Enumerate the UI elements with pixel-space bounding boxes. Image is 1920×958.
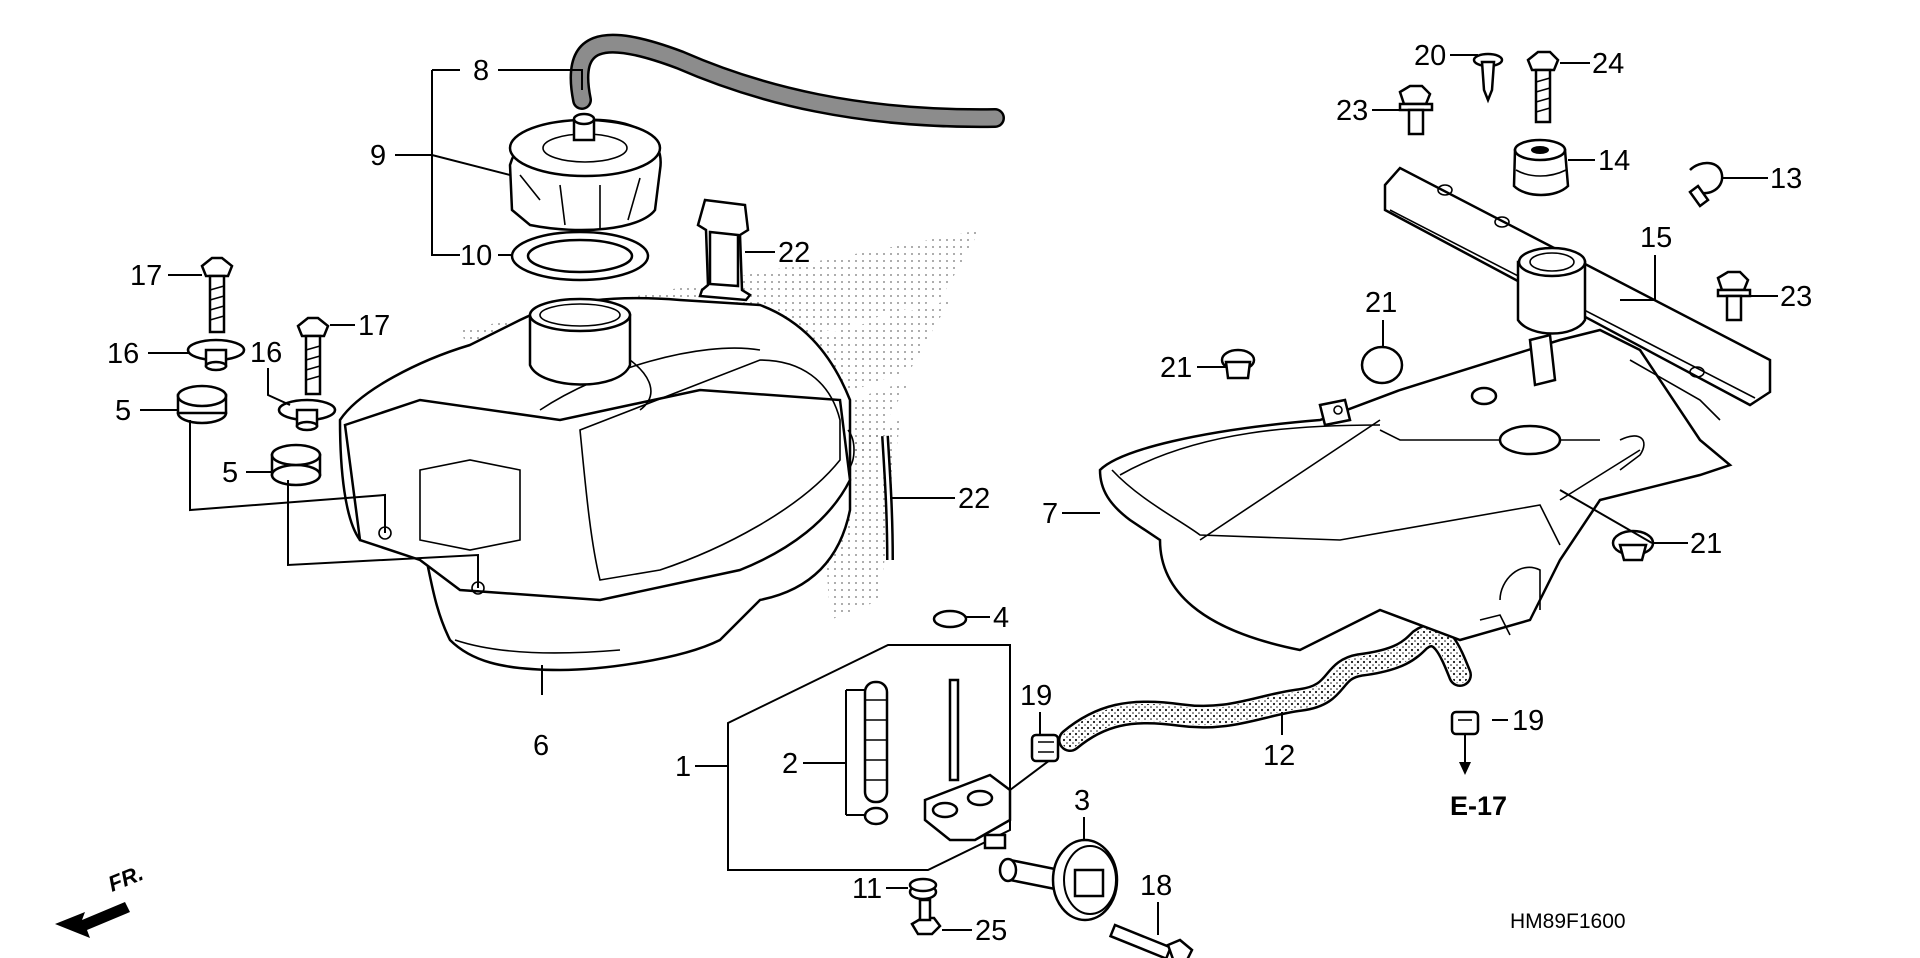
callout-3: 3 [1074,785,1090,817]
callout-25: 25 [975,915,1007,947]
bolt-23-right [1716,270,1752,322]
screw-25 [910,898,942,936]
callout-9: 9 [370,140,386,172]
callout-17-right: 17 [358,310,390,342]
callout-12: 12 [1263,740,1295,772]
callout-19-left: 19 [1020,680,1052,712]
callout-15: 15 [1640,222,1672,254]
callout-23-right: 23 [1780,281,1812,313]
callout-24: 24 [1592,48,1624,80]
hose-clip-19-right [1450,710,1480,736]
front-direction-label: FR. [105,860,147,896]
push-clip-20 [1472,52,1504,104]
callout-4: 4 [993,602,1009,634]
diagram-code: HM89F1600 [1510,910,1626,933]
callout-labels: 8 9 10 22 17 17 16 16 5 5 6 22 4 1 2 3 1… [105,40,1813,947]
bolt-17-right [296,316,330,396]
callout-20: 20 [1414,40,1446,72]
grommet-21-right [1611,529,1655,562]
clip-13 [1688,161,1724,208]
callout-1: 1 [675,751,691,783]
fuel-strainer [863,680,889,826]
under-cover [1098,328,1733,652]
grommet-21-left [1220,348,1256,380]
cap-gasket [510,230,650,282]
grommet-21-center [1360,345,1404,385]
front-direction-arrow [55,902,130,938]
callout-13: 13 [1770,163,1802,195]
mounting-bracket [1383,166,1772,407]
leader-lines [140,54,1778,935]
callout-10: 10 [460,240,492,272]
bolt-24 [1526,50,1560,124]
rubber-band-strap [696,198,752,302]
rubber-5-right [270,443,322,487]
callout-23-upper: 23 [1336,95,1368,127]
callout-2: 2 [782,748,798,780]
fuel-tank [338,296,855,672]
rubber-band-thin [881,435,894,561]
valve-assembly-box [727,644,1011,871]
reference-e17: E-17 [1450,791,1507,821]
rubber-mount-14 [1512,138,1570,197]
callout-21-center: 21 [1365,287,1397,319]
callout-8: 8 [473,55,489,87]
callout-21-right: 21 [1690,528,1722,560]
callout-22-right: 22 [958,483,990,515]
collar-16-left [186,338,246,372]
washer-4 [932,609,968,629]
callout-19-right: 19 [1512,705,1544,737]
callout-22-top: 22 [778,237,810,269]
callout-16-left: 16 [107,338,139,370]
callout-16-right: 16 [250,337,282,369]
hose-clip-19-left [1030,733,1060,763]
fuel-valve-lever [998,838,1119,922]
callout-14: 14 [1598,145,1630,177]
fuel-valve [923,678,1051,850]
callout-17-left: 17 [130,260,162,292]
callout-18-visible: 18 [1140,870,1172,902]
bolt-18 [1108,923,1194,958]
callout-7-visible: 7 [1042,498,1058,530]
callout-5-right: 5 [222,457,238,489]
fuel-cap [508,112,662,232]
collar-16-right [277,398,337,432]
rubber-5-left [176,384,228,425]
callout-11: 11 [852,873,882,905]
callout-21-left: 21 [1160,352,1192,384]
callout-5-left: 5 [115,395,131,427]
callout-6: 6 [533,730,549,762]
nut-11 [908,877,938,901]
bolt-17-left [200,256,234,334]
bolt-23-upper [1398,84,1434,136]
